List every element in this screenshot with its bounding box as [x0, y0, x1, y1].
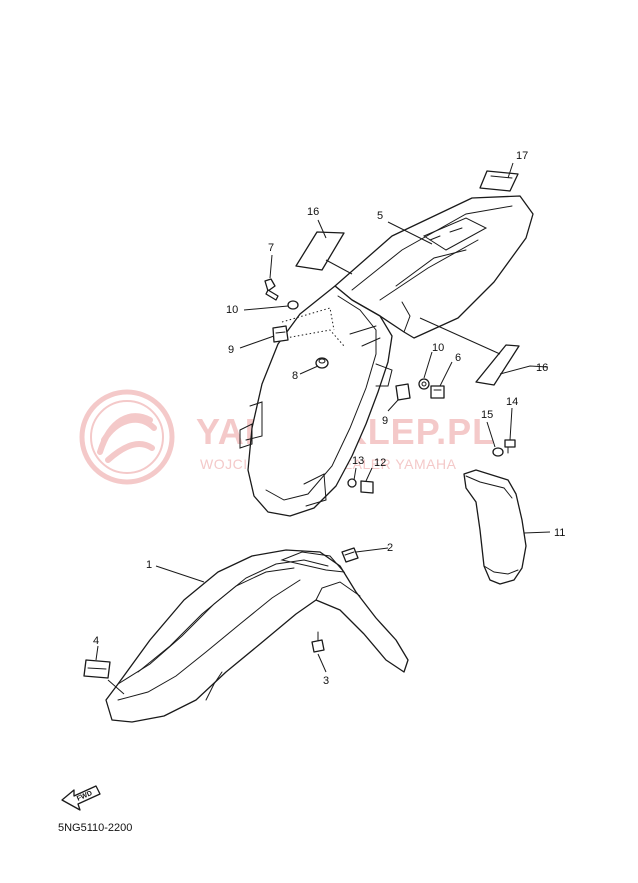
callout-14: 14	[506, 396, 518, 408]
part-4-label	[83, 659, 111, 679]
part-1-front-fender	[105, 549, 409, 723]
part-16-sticker-right	[475, 344, 520, 386]
part-9-clip-right	[395, 383, 411, 401]
callout-9-left: 9	[228, 344, 234, 356]
part-7-bolt	[264, 278, 279, 301]
callout-8: 8	[292, 370, 298, 382]
part-6-bolt	[430, 385, 445, 399]
dotted-reference-lines	[281, 307, 345, 347]
part-5-rear-fender-lower	[239, 285, 393, 517]
part-10-collar-right	[418, 378, 430, 390]
callout-4: 4	[93, 635, 99, 647]
callout-numbers: 17 16 5 7 10 9 8 10 6 16 9 15 14 13 12 1…	[93, 150, 565, 687]
callout-10-left: 10	[226, 304, 238, 316]
callout-10-right: 10	[432, 342, 444, 354]
callout-1: 1	[146, 559, 152, 571]
callout-7: 7	[268, 242, 274, 254]
callout-6: 6	[455, 352, 461, 364]
part-11-mud-flap	[463, 469, 527, 585]
part-2-screw	[341, 547, 359, 563]
part-12-bolt	[360, 480, 374, 494]
callout-16-right: 16	[536, 362, 548, 374]
diagram-code: 5NG5110-2200	[58, 822, 133, 834]
callout-13: 13	[352, 455, 364, 467]
callout-12: 12	[374, 457, 386, 469]
part-14-screw	[504, 439, 516, 454]
part-10-collar-left	[287, 300, 299, 310]
leader-lines	[95, 162, 551, 695]
part-3-screw	[311, 631, 325, 653]
part-9-clip-left	[272, 325, 289, 343]
part-15-washer	[492, 447, 504, 457]
part-16-sticker-left	[295, 231, 345, 271]
callout-16-left: 16	[307, 206, 319, 218]
watermark-logo-icon	[79, 389, 175, 485]
callout-15: 15	[481, 409, 493, 421]
part-17-label	[479, 170, 519, 192]
callout-17: 17	[516, 150, 528, 162]
part-5-rear-fender	[334, 195, 534, 339]
callout-2: 2	[387, 542, 393, 554]
part-8-grommet	[315, 357, 329, 369]
callout-5: 5	[377, 210, 383, 222]
fwd-arrow-icon: FWD	[61, 785, 101, 811]
callout-3: 3	[323, 675, 329, 687]
callout-11: 11	[554, 527, 565, 539]
part-13-nut	[347, 478, 357, 488]
callout-9-right: 9	[382, 415, 388, 427]
